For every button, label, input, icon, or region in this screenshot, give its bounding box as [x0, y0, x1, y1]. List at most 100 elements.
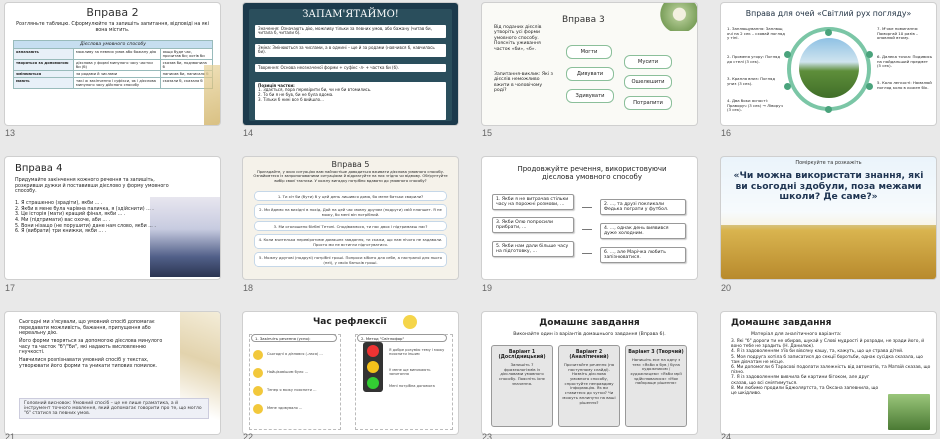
exercise-step: 3. Крапля вниз: Погляд униз (3 сек).	[727, 76, 776, 86]
verb-pill: Здивувати	[566, 89, 614, 103]
exercise-step: 6. Далека точка: Подивись на найдальший …	[877, 54, 933, 69]
list-item: 8. Ми любимо продили Бджоляртста, та Окс…	[731, 385, 879, 396]
slide-16-thumbnail[interactable]: Вправа для очей «Світлий рух погляду» 1.…	[721, 3, 936, 125]
slide-15-thumbnail[interactable]: Вправа 3 Від поданих дієслів утворіть ус…	[482, 3, 697, 125]
slide-title: Домашнє завдання	[539, 318, 640, 328]
slide-14-thumbnail[interactable]: ЗАПАМ'ЯТАЙМО! Значення: Означають дію, м…	[243, 3, 458, 125]
sentence-card: 1. Якби я не витрачав стільки часу на по…	[492, 194, 574, 210]
exercise-step: 7. М'яке помигання: Поморгай 10 разів – …	[877, 26, 919, 41]
verb-pill: Могти	[566, 45, 612, 59]
ring-dot-icon	[866, 51, 873, 58]
decorative-flower-image	[653, 3, 697, 31]
slide-13-thumbnail[interactable]: Вправа 2 Розгляньте таблицю. Сформулюйте…	[5, 3, 220, 125]
slide-title: Домашнє завдання	[731, 318, 832, 328]
conclusion-note: Головний висновок: Умовний спосіб – це н…	[19, 398, 209, 419]
column-header: 1. Закінчіть речення (усно):	[251, 334, 337, 342]
list-item: 1. Я страшенно (зрадіти), якби ... .	[15, 201, 103, 206]
sky-image	[150, 197, 220, 277]
discussion-question: «Чи можна використати знання, які ви сьо…	[733, 170, 924, 203]
exercise-step: 2. Променя угору: Погляд до стелі (3 сек…	[727, 54, 781, 64]
list-item: 2. Якби в мене була чарівна паличка, я (…	[15, 206, 154, 212]
slide-number: 15	[482, 128, 493, 138]
list-item: 5. Моя подруга хотіла б записатися до се…	[731, 354, 923, 365]
traffic-meaning: Я добре розумію тему і можу пояснити інш…	[389, 348, 445, 356]
slide-title: Вправа 3	[562, 15, 605, 25]
sentence-list: 1. Я страшенно (зрадіти), якби ... . 2. …	[15, 201, 165, 235]
table-row: змінюються за родами й числами написав б…	[13, 70, 214, 78]
slide-number: 23	[482, 432, 493, 439]
list-item: 7. Я із задоволенням вивчила би картини …	[731, 375, 870, 386]
slide-number: 16	[721, 128, 732, 138]
prompt-line: Сьогодні я дізнався (-лася) ...	[267, 352, 323, 356]
situation-card: 2. Ми йдемо на вихідні в похід. Дай на ц…	[255, 205, 446, 218]
connector-arrow	[582, 229, 592, 230]
slide-title: ЗАПАМ'ЯТАЙМО!	[302, 9, 399, 20]
ring-dot-icon	[825, 29, 832, 36]
homework-variant-card: Варіант 2 (Аналітичний) Прочитайте речен…	[558, 345, 620, 427]
ring-dot-icon	[784, 51, 791, 58]
decorative-leaf-image	[204, 65, 220, 125]
slide-17-thumbnail[interactable]: Вправа 4 Придумайте закінчення кожного р…	[5, 157, 220, 279]
sentence-column	[249, 334, 341, 430]
slide-number: 21	[5, 432, 16, 439]
slide-subtitle: Розгляньте таблицю. Сформулюйте та запиш…	[16, 22, 209, 33]
slide-number: 20	[721, 283, 732, 293]
task-text: Від поданих дієслів утворіть усі форми у…	[494, 25, 542, 52]
task-text: Придумайте закінчення кожного речення та…	[15, 178, 169, 195]
prompt-line: Найцікавішим було ...	[267, 370, 309, 374]
situation-card: 3. Ми оголошено білбнї Тетяні. Сподіваєм…	[255, 222, 446, 230]
slide-24-thumbnail[interactable]: Домашнє завдання Матеріал для аналітично…	[721, 312, 936, 434]
ring-dot-icon	[866, 83, 873, 90]
table-row: творяться за допомогою дієслова у формі …	[13, 59, 214, 71]
traffic-meaning: У мене ще виникають запитання	[389, 368, 431, 376]
exercise-step: 4. Два боки ясності: Праворуч (3 сек) → …	[727, 98, 783, 113]
slide-19-thumbnail[interactable]: Продовжуйте речення, використовуючи дієс…	[482, 157, 697, 279]
slide-23-thumbnail[interactable]: Домашнє завдання Виконайте один із варіа…	[482, 312, 697, 434]
slide-subtitle: Виконайте один із варіантів домашнього з…	[513, 332, 666, 337]
verb-pill: Мусити	[624, 55, 672, 69]
exercise-step: 1. Заплющування: Заплющ очі на 2 сек – с…	[727, 26, 785, 41]
forest-path-image	[888, 394, 930, 430]
homework-variant-card: Варіант 1 (Дослідницький) Запишіть 7 фра…	[491, 345, 553, 427]
task-text: Пригадайте, у яких ситуаціях вам найчаст…	[253, 170, 448, 183]
sentence-card: 3. Якби Олю попросили прибрати, ...	[492, 217, 574, 233]
list-item: 3. Це історія (мати) кращий фінал, якби …	[15, 212, 126, 218]
slide-title: Вправа 5	[331, 160, 370, 169]
book-icon	[253, 386, 263, 396]
verb-pill: Ошелешити	[624, 75, 672, 89]
slide-number: 22	[243, 432, 254, 439]
star-icon	[253, 350, 263, 360]
rule-card-formation: Творення: Основа неозначеної форми + суф…	[255, 64, 446, 72]
slide-22-thumbnail[interactable]: Час рефлексії 1. Закінчіть речення (усно…	[243, 312, 458, 434]
prompt-line: Мене здивувало ...	[267, 406, 303, 410]
slide-21-thumbnail[interactable]: Сьогодні ми з'ясували, що умовний спосіб…	[5, 312, 220, 434]
list-item: 4. Ми (підтримати) вас охоче, аби ... .	[15, 217, 110, 223]
homework-variant-card: Варіант 3 (Творчий) Напишіть есе на одну…	[625, 345, 687, 427]
list-item: Навчилися розпізнавати умовний спосіб у …	[19, 357, 158, 369]
lightbulb-icon	[403, 315, 417, 329]
slide-number: 19	[482, 283, 493, 293]
list-item: Сьогодні ми з'ясували, що умовний спосіб…	[19, 320, 155, 337]
traffic-meaning: Мені потрібна допомога	[389, 384, 435, 388]
list-item: 6. Ми допомогли б Тарасові подолати зале…	[731, 364, 931, 376]
surprised-face-icon	[253, 404, 263, 414]
slide-title: Вправа 4	[15, 163, 63, 174]
slide-title: Продовжуйте речення, використовуючи дієс…	[517, 165, 667, 182]
list-item: 6. Я (вибрати) три книжки, якби ... .	[15, 229, 107, 235]
slide-number: 18	[243, 283, 254, 293]
traffic-light-icon	[363, 342, 383, 392]
slide-number: 14	[243, 128, 254, 138]
sentence-card: 2. ..., та друзі покликали Федька пограт…	[600, 199, 686, 215]
yellow-lamp-icon	[367, 361, 379, 373]
sentence-card: 6. ..., але Марічка любить запізнюватися…	[600, 247, 686, 263]
sentence-card: 5. Якби нам дали більше часу на підготов…	[492, 241, 574, 257]
slide-number: 17	[5, 283, 16, 293]
connector-arrow	[582, 253, 592, 254]
slide-20-thumbnail[interactable]: Поміркуйте та розкажіть «Чи можна викори…	[721, 157, 936, 279]
rule-card-change: Зміна: Змінюються за числами, а в однині…	[255, 44, 446, 57]
situation-card: 1. Ти хіт би (бути) б у цей день лишився…	[255, 192, 446, 200]
rule-card-particle-position: Позиція частки: 1. Здається, пора переві…	[255, 82, 446, 120]
idea-icon	[253, 368, 263, 378]
ring-dot-icon	[825, 106, 832, 113]
slide-18-thumbnail[interactable]: Вправа 5 Пригадайте, у яких ситуаціях ва…	[243, 157, 458, 279]
